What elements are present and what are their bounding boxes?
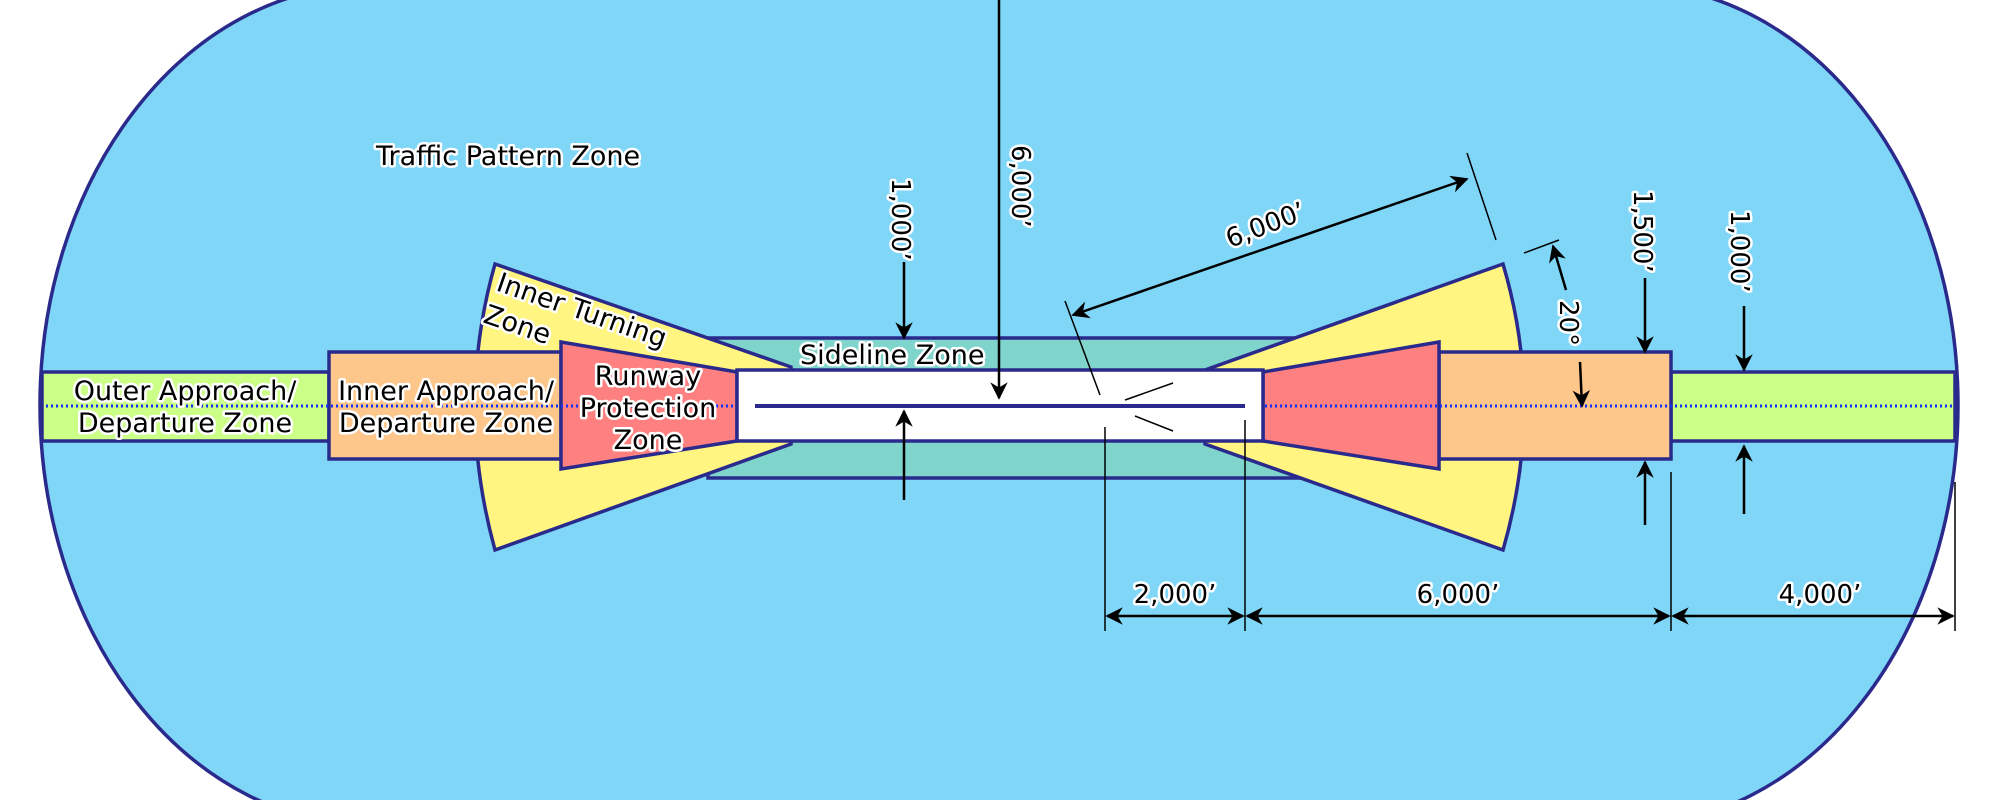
dimension-arrow	[1549, 244, 1568, 291]
dimension-arrow	[1572, 361, 1591, 408]
rpz-label-1: Runway	[595, 361, 701, 392]
traffic-pattern-width-label: 6,000’	[1005, 145, 1035, 228]
extension-line	[1064, 300, 1101, 396]
inner-approach-label-1: Inner Approach/	[338, 376, 555, 407]
outer-approach-zone-right	[1669, 370, 1957, 443]
extension-line	[1523, 239, 1560, 254]
dimension-arrow	[1071, 175, 1469, 319]
sideline-zone-label: Sideline Zone	[800, 340, 984, 371]
inner-approach-width-label: 1,500’	[1627, 190, 1657, 273]
rpz-label-2: Protection	[580, 393, 717, 424]
inner-approach-length-label: 6,000’	[1417, 580, 1500, 610]
angle-mark	[1134, 415, 1174, 432]
turning-angle-label: 20°	[1553, 300, 1583, 346]
extension-line	[1466, 152, 1497, 241]
rpz-offset-label: 2,000’	[1134, 580, 1217, 610]
outer-approach-label-1: Outer Approach/	[74, 376, 298, 407]
sideline-width-label: 1,000’	[885, 178, 915, 261]
rpz-label-3: Zone	[614, 425, 683, 456]
angle-mark	[1124, 382, 1174, 401]
inner-approach-label-2: Departure Zone	[339, 408, 553, 439]
outer-approach-length-label: 4,000’	[1779, 580, 1862, 610]
outer-approach-label-2: Departure Zone	[78, 408, 292, 439]
outer-approach-width-label: 1,000’	[1724, 210, 1754, 293]
traffic-pattern-zone-label: Traffic Pattern Zone	[375, 141, 640, 172]
